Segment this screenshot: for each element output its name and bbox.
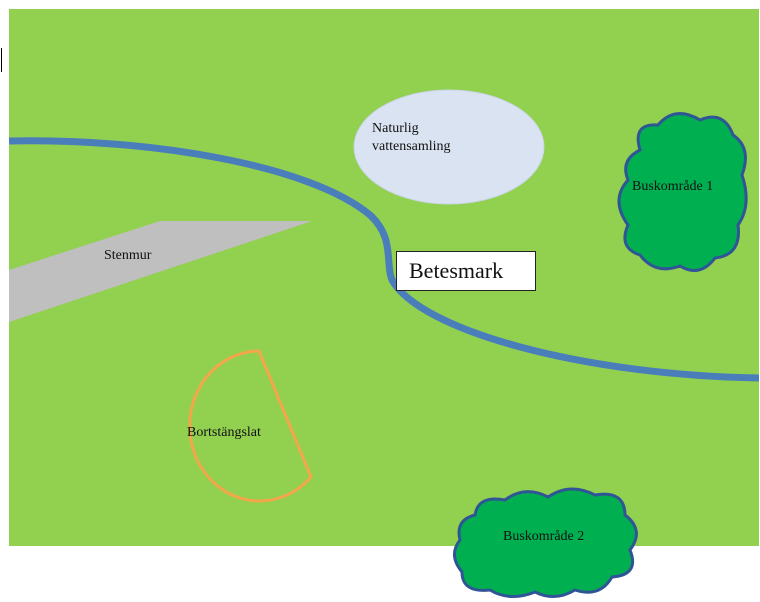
pond-label-line1: Naturlig — [372, 121, 419, 136]
text-cursor — [1, 48, 2, 72]
bush-area-1-shape — [617, 112, 748, 272]
pond-label-line2: vattensamling — [372, 139, 451, 154]
bush-area-2-label: Buskområde 2 — [503, 529, 585, 544]
fenced-area-label: Bortstängslat — [187, 425, 261, 440]
pasture-label-box: Betesmark — [396, 251, 536, 291]
pond-label: Naturlig vattensamling — [372, 120, 502, 156]
stream-line — [8, 137, 760, 382]
bush-area-2-shape — [453, 487, 638, 598]
stone-wall-shape — [9, 221, 312, 322]
pond-shape — [353, 89, 545, 205]
stone-wall-label: Stenmur — [104, 248, 152, 263]
bush-area-1-label: Buskområde 1 — [632, 179, 714, 194]
fenced-area-shape — [188, 349, 313, 503]
